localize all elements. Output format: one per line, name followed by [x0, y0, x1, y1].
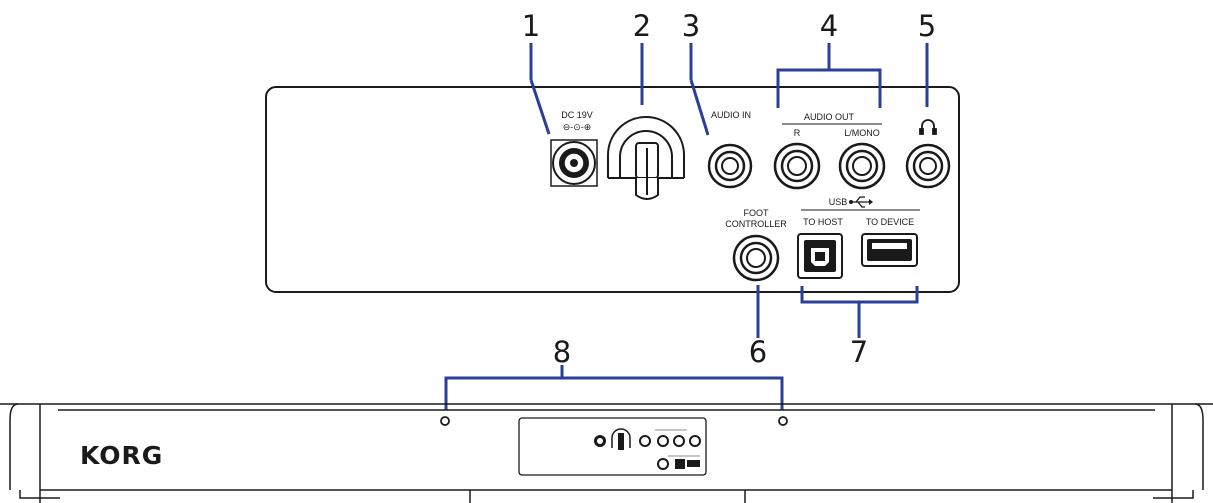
audio-in-label: AUDIO IN	[711, 110, 751, 120]
foot-controller-label-line2: CONTROLLER	[725, 219, 787, 229]
callout-2: 2	[633, 9, 651, 43]
callout-7: 7	[850, 335, 868, 369]
audio-out-label: AUDIO OUT	[804, 112, 855, 122]
headphones-icon	[919, 119, 937, 135]
audio-out-r-label: R	[794, 128, 801, 138]
usb-to-host-port	[797, 233, 843, 279]
screw-hole-right	[778, 416, 788, 426]
usb-to-device-port	[861, 233, 918, 267]
callout-8: 8	[553, 335, 571, 369]
dc-polarity-symbol: ⊖-⊙-⊕	[563, 122, 592, 132]
callout-lines	[444, 43, 929, 410]
korg-logo: KORG	[80, 441, 163, 470]
callout-1: 1	[522, 9, 540, 43]
audio-in-jack	[707, 143, 753, 189]
rear-panel-outline	[265, 86, 960, 293]
callout-3: 3	[682, 9, 700, 43]
foot-controller-label-line1: FOOT	[744, 208, 769, 218]
mini-rear-panel	[518, 417, 707, 476]
audio-out-r-jack	[773, 142, 821, 190]
audio-out-lmono-jack	[838, 142, 886, 190]
callout-6: 6	[749, 335, 767, 369]
dc-power-jack	[550, 139, 598, 187]
cable-hook	[607, 116, 685, 200]
callout-4: 4	[820, 9, 838, 43]
to-device-label: TO DEVICE	[866, 217, 914, 227]
usb-label: USB	[829, 197, 848, 207]
keyboard-body	[0, 403, 1213, 503]
dc-label: DC 19V	[561, 110, 593, 120]
usb-icon	[849, 196, 873, 208]
foot-controller-jack	[732, 234, 780, 282]
screw-hole-left	[440, 416, 450, 426]
audio-out-lmono-label: L/MONO	[844, 128, 880, 138]
to-host-label: TO HOST	[803, 217, 843, 227]
callout-5: 5	[918, 9, 936, 43]
headphones-jack	[905, 143, 951, 189]
